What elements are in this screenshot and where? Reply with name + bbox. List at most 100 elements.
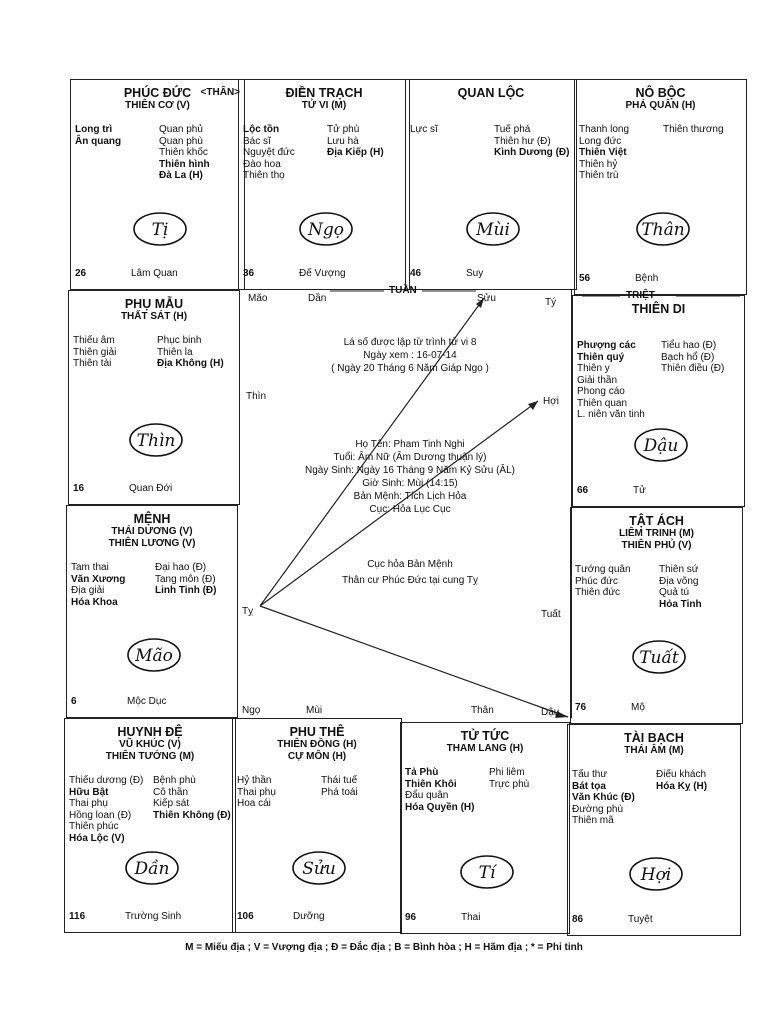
main-star: THÁI DƯƠNG (V) bbox=[111, 526, 193, 537]
star-item: Tấu thư bbox=[572, 769, 608, 780]
star-item: Hoa cái bbox=[237, 798, 271, 809]
palace-title: ĐIỀN TRẠCH bbox=[285, 86, 363, 100]
main-star: LIÊM TRINH (M) bbox=[619, 528, 694, 539]
center-line: Cục hỏa Bản Mệnh bbox=[367, 559, 453, 570]
main-star: THIÊN PHỦ (V) bbox=[621, 540, 692, 551]
center-frame bbox=[240, 290, 572, 718]
handwritten-branch-label: Dậu bbox=[642, 436, 678, 456]
main-star: PHÁ QUÂN (H) bbox=[625, 100, 696, 111]
star-item: Hữu Bật bbox=[69, 786, 109, 798]
palace-title: NÔ BỘC bbox=[635, 86, 686, 100]
star-item: Phúc đức bbox=[575, 575, 618, 587]
life-stage: Quan Đới bbox=[129, 483, 173, 494]
star-item: Văn Khúc (Đ) bbox=[572, 792, 635, 803]
star-item: Phong cáo bbox=[577, 386, 625, 397]
branch-suu: Sửu bbox=[477, 293, 496, 304]
star-item: Thiên la bbox=[157, 346, 193, 358]
handwritten-branch-label: Hợi bbox=[640, 865, 672, 885]
palace-number: 26 bbox=[75, 268, 87, 279]
left-stars: Lực sĩ bbox=[410, 124, 438, 136]
star-item: Kiếp sát bbox=[153, 798, 190, 809]
star-item: Đại hao (Đ) bbox=[155, 562, 207, 573]
main-star: THIÊN LƯƠNG (V) bbox=[108, 538, 196, 549]
star-item: Thiên mã bbox=[572, 815, 614, 826]
center-line: Cục: Hỏa Lục Cục bbox=[369, 504, 451, 515]
star-item: Tiểu hao (Đ) bbox=[661, 340, 717, 351]
branch-ngo: Ngọ bbox=[242, 705, 261, 716]
palace-number: 16 bbox=[73, 483, 85, 494]
palace-title: PHỤ MẪU bbox=[124, 297, 184, 311]
palace-title: TÀI BẠCH bbox=[624, 731, 684, 745]
handwritten-branch-label: Ngọ bbox=[307, 220, 344, 240]
handwritten-branch: Tuất bbox=[627, 636, 691, 683]
star-item: Thiên thương bbox=[663, 124, 724, 135]
star-item: Ân quang bbox=[75, 135, 122, 147]
main-star: CỰ MÔN (H) bbox=[287, 751, 347, 762]
branch-ty-top: Tý bbox=[545, 297, 557, 308]
handwritten-branch-label: Thìn bbox=[137, 431, 176, 451]
branch-dau: Dậu bbox=[541, 707, 560, 718]
handwritten-branch-label: Thân bbox=[641, 220, 684, 240]
star-item: Quả tú bbox=[659, 587, 690, 598]
branch-thin: Thìn bbox=[246, 391, 267, 402]
star-item: Hóa Khoa bbox=[71, 596, 118, 608]
star-item: Lực sĩ bbox=[410, 124, 438, 135]
marker-triet: TRIỆT bbox=[626, 290, 655, 301]
star-item: Phi liêm bbox=[489, 767, 525, 778]
palace-number: 96 bbox=[405, 912, 417, 923]
center-line: Tuổi: Âm Nữ (Âm Dương thuận lý) bbox=[333, 452, 487, 463]
star-item: Quan phù bbox=[159, 135, 203, 147]
star-item: Bạch hổ (Đ) bbox=[661, 351, 715, 363]
handwritten-branch-label: Dần bbox=[134, 859, 170, 879]
palace-number: 66 bbox=[577, 485, 589, 496]
palace-title: QUAN LỘC bbox=[457, 86, 525, 100]
life-stage: Lâm Quan bbox=[131, 268, 178, 279]
star-item: Hỷ thần bbox=[237, 775, 272, 786]
handwritten-branch-label: Mùi bbox=[475, 220, 510, 240]
star-item: Bát tọa bbox=[572, 780, 606, 792]
life-stage: Bệnh bbox=[635, 273, 659, 284]
star-item: Hóa Kỵ (H) bbox=[656, 780, 708, 792]
handwritten-branch: Mùi bbox=[461, 208, 525, 255]
star-item: Quan phủ bbox=[159, 124, 203, 135]
palace-number: 6 bbox=[71, 696, 77, 707]
than-badge: <THÂN> bbox=[200, 87, 240, 98]
main-star: VŨ KHÚC (V) bbox=[119, 739, 181, 750]
star-item: Thái tuế bbox=[321, 775, 358, 786]
star-item: Địa võng bbox=[659, 575, 699, 587]
palace-number: 46 bbox=[410, 268, 422, 279]
star-item: Lộc tồn bbox=[243, 124, 280, 135]
life-stage: Suy bbox=[466, 268, 484, 279]
center-line: Ngày xem : 16-07-14 bbox=[363, 350, 457, 361]
star-item: Điếu khách bbox=[656, 769, 707, 780]
handwritten-branch-label: Tị bbox=[151, 220, 168, 240]
palace-title: THIÊN DI bbox=[631, 302, 686, 316]
star-item: Đà La (H) bbox=[159, 170, 203, 181]
star-item: Thiên Không (Đ) bbox=[153, 809, 231, 821]
star-item: Thiên quan bbox=[577, 397, 628, 409]
star-item: Thiên tài bbox=[73, 358, 112, 369]
handwritten-branch: Dậu bbox=[629, 424, 693, 471]
star-item: Long trì bbox=[75, 124, 113, 135]
star-item: Thanh long bbox=[579, 124, 630, 135]
life-stage: Tuyệt bbox=[628, 914, 653, 925]
main-star: THAM LANG (H) bbox=[446, 743, 524, 754]
star-item: Đào hoa bbox=[243, 158, 281, 170]
center-line: Giờ Sinh: Mùi (14:15) bbox=[362, 478, 458, 489]
star-item: Linh Tinh (Đ) bbox=[155, 585, 217, 596]
